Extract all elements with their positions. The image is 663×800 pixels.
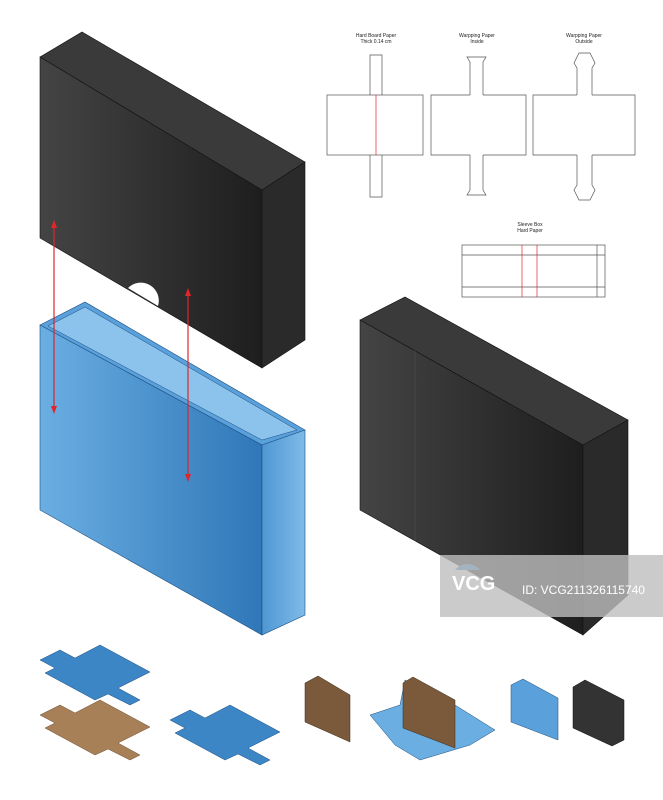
- assembly-steps: [39, 644, 625, 766]
- dieline-title: Sleeve Box: [517, 222, 543, 228]
- dieline-title: Warpping Paper: [566, 33, 602, 39]
- dieline-title: Hard Board Paper: [355, 33, 397, 39]
- dieline-subtitle: Hard Paper: [517, 228, 543, 234]
- inner-tray-box: [39, 301, 306, 636]
- dieline-subtitle: Thick 0.14 cm: [360, 39, 392, 45]
- dieline-hard-board: [326, 54, 424, 198]
- thumb-notch: [128, 282, 159, 306]
- dieline-wrapping-inside: [430, 56, 527, 196]
- dieline-sleeve: [461, 244, 606, 298]
- dieline-wrapping-outside: [532, 52, 636, 201]
- watermark-id: ID: VCG211326115740: [522, 583, 645, 597]
- dieline-subtitle: Inside: [470, 39, 484, 45]
- dieline-title: Warpping Paper: [459, 33, 495, 39]
- watermark: VCG ID: VCG211326115740: [440, 555, 663, 617]
- watermark-logo: VCG: [452, 573, 496, 595]
- sleeve-box-exploded: [39, 31, 306, 369]
- dieline-subtitle: Outside: [575, 39, 593, 45]
- assembly-arrows: [51, 220, 191, 482]
